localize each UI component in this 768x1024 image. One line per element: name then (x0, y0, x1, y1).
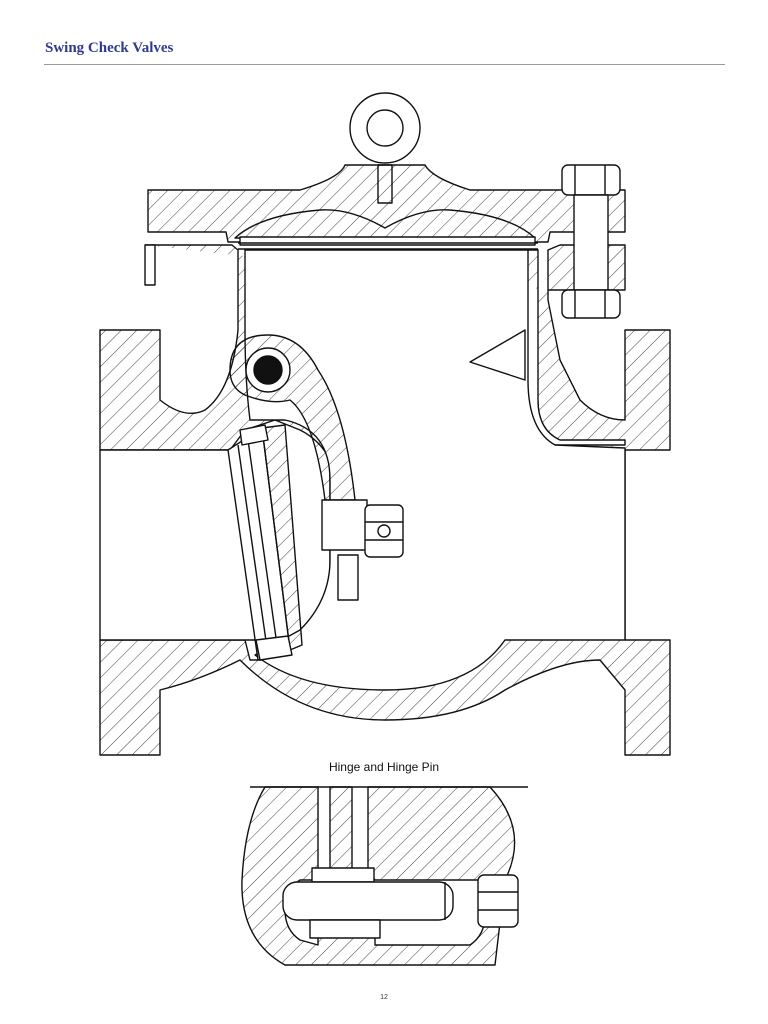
disc-nut (321, 499, 404, 601)
figure-caption: Hinge and Hinge Pin (328, 760, 440, 774)
bonnet-bolt (561, 164, 621, 319)
hinge-pin-detail (241, 786, 528, 966)
page-number: 12 (380, 994, 388, 1001)
section-title: Swing Check Valves (45, 40, 174, 56)
bonnet (147, 164, 626, 243)
header-rule (44, 64, 725, 65)
valve-disc (227, 424, 303, 661)
